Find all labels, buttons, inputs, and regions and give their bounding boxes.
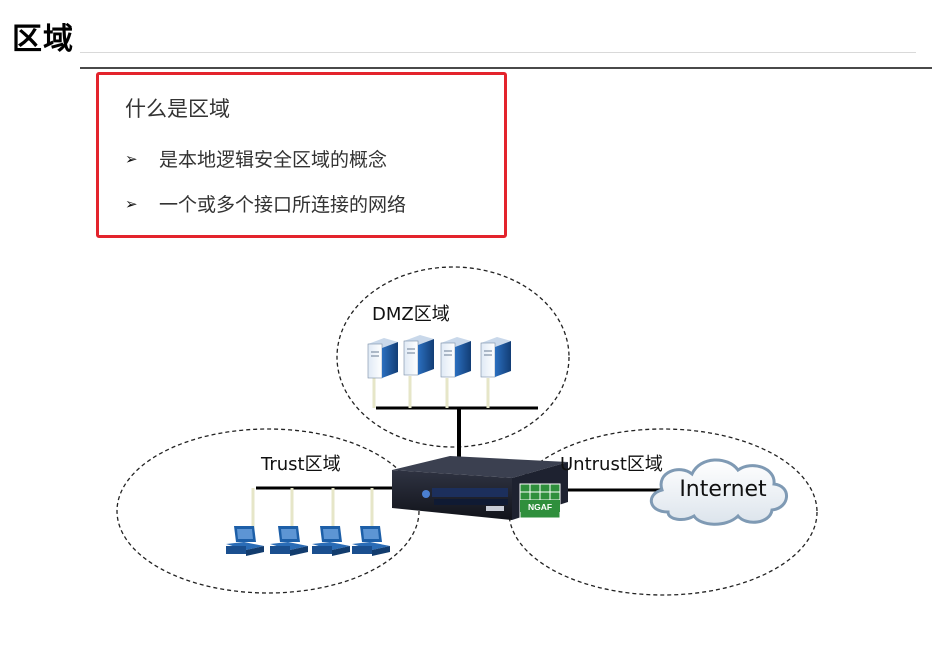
untrust-zone-label: Untrust区域 [560, 454, 663, 475]
concept-box: 什么是区域 ➢ 是本地逻辑安全区域的概念 ➢ 一个或多个接口所连接的网络 [96, 72, 507, 238]
bullet-item: ➢ 一个或多个接口所连接的网络 [125, 190, 406, 217]
bullet-text: 是本地逻辑安全区域的概念 [159, 149, 388, 171]
bullet-arrow-icon: ➢ [125, 149, 138, 168]
bullet-item: ➢ 是本地逻辑安全区域的概念 [125, 145, 387, 172]
trust-zone-label: Trust区域 [260, 454, 341, 475]
trust-zone-ellipse [116, 428, 420, 594]
concept-heading: 什么是区域 [125, 97, 230, 121]
server-icon [367, 338, 398, 379]
firewall-badge: NGAF [528, 502, 552, 512]
server-icon [480, 337, 511, 378]
workstation-icon [226, 526, 264, 556]
title-divider [80, 67, 932, 69]
server-icon [403, 335, 434, 376]
trust-drop-lines [251, 488, 374, 530]
workstation-icon [312, 526, 350, 556]
dmz-zone-ellipse [336, 266, 570, 448]
page-title: 区域 [12, 22, 74, 57]
title-divider-light [80, 52, 916, 53]
server-icon [440, 337, 471, 378]
dmz-drop-lines [372, 376, 490, 408]
workstation-icon [352, 526, 390, 556]
bullet-arrow-icon: ➢ [125, 194, 138, 213]
workstation-icon [270, 526, 308, 556]
cloud-icon [650, 458, 788, 526]
internet-label: Internet [679, 477, 767, 502]
dmz-zone-label: DMZ区域 [372, 304, 450, 325]
firewall-icon [392, 456, 568, 520]
bullet-text: 一个或多个接口所连接的网络 [159, 194, 407, 216]
